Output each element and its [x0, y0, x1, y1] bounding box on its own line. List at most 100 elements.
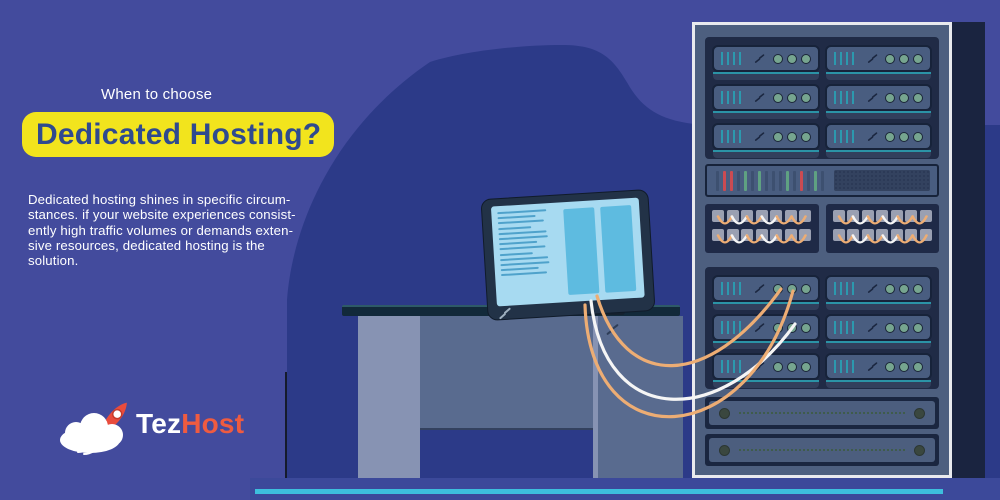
screen-text-line: [500, 266, 540, 272]
led-strip-bars: [707, 170, 830, 191]
server-vent-bar: [845, 52, 848, 65]
server-vent-bar: [721, 52, 723, 65]
server-led: [772, 92, 783, 103]
server-led: [786, 92, 797, 103]
server-led: [899, 283, 909, 294]
equalizer-bar-red: [800, 170, 803, 191]
server-vent-bar: [733, 282, 735, 295]
server-vent-bar: [727, 52, 729, 65]
server-led: [913, 53, 923, 64]
server-vent-bar: [721, 282, 723, 295]
server-led: [913, 322, 923, 333]
server-shine-icon: [754, 283, 765, 294]
server-shine-icon: [754, 322, 765, 333]
rack-drawer: [705, 434, 939, 466]
server-rack: [692, 22, 952, 478]
logo-text-primary: Tez: [136, 408, 182, 439]
server-vent-bar: [845, 360, 848, 373]
equalizer-bar-dim: [772, 170, 775, 191]
server-leds: [772, 322, 811, 333]
equalizer-bar-red: [730, 170, 733, 191]
patch-cables: [716, 215, 807, 225]
server-vent-bar: [833, 91, 836, 104]
server-faceplate: [712, 353, 820, 380]
server-shine-icon: [754, 53, 765, 64]
server-led: [772, 131, 783, 142]
body-paragraph: Dedicated hosting shines in specific cir…: [28, 192, 333, 268]
server-leds: [885, 92, 923, 103]
server-led: [885, 53, 895, 64]
screen-text-line: [499, 240, 538, 246]
server-shine-icon: [867, 92, 878, 103]
server-leds: [772, 283, 811, 294]
rack-drawer: [705, 397, 939, 429]
bezel-shine-icon: [498, 307, 513, 321]
server-led: [772, 322, 783, 333]
drawer-screw: [719, 444, 730, 456]
rack-server-section-top: [705, 37, 939, 159]
server-unit: [824, 45, 932, 80]
server-vent-bar: [739, 282, 741, 295]
page-title: Dedicated Hosting?: [36, 117, 322, 151]
screen-text-line: [498, 230, 547, 235]
server-led: [800, 283, 811, 294]
tezhost-logo: TezHost: [52, 396, 252, 456]
server-vent-bar: [833, 321, 836, 334]
server-faceplate: [824, 84, 932, 111]
server-rail: [825, 111, 931, 119]
server-rail: [825, 72, 931, 80]
server-vent-bar: [851, 91, 854, 104]
server-unit: [824, 84, 932, 119]
server-shine-icon: [867, 322, 878, 333]
equalizer-bar-green: [744, 170, 747, 191]
server-led: [885, 361, 895, 372]
server-led: [913, 361, 923, 372]
server-shine-icon: [867, 131, 878, 142]
patch-cables: [716, 234, 807, 244]
server-rail: [713, 150, 819, 158]
server-led: [800, 322, 811, 333]
server-faceplate: [824, 123, 932, 150]
server-vent-bar: [733, 360, 735, 373]
server-unit: [712, 353, 820, 388]
desk-right-leg: [593, 316, 683, 478]
server-vent-bar: [739, 360, 741, 373]
server-faceplate: [712, 84, 820, 111]
server-leds: [772, 53, 811, 64]
server-vent-bar: [833, 52, 836, 65]
rack-server-section-bottom: [705, 267, 939, 389]
server-shine-icon: [754, 92, 765, 103]
drawer-screw: [914, 444, 925, 456]
floor-accent-line: [255, 489, 943, 494]
server-led: [899, 131, 909, 142]
desk-shine-icon: [606, 323, 620, 336]
server-rail: [825, 150, 931, 158]
server-leds: [885, 53, 923, 64]
desk-back-panel: [420, 316, 593, 430]
server-vent-bar: [727, 91, 729, 104]
server-led: [885, 283, 895, 294]
equalizer-bar-green: [758, 170, 761, 191]
drawer-screw: [719, 407, 730, 419]
screen-text-line: [500, 255, 549, 261]
server-vent-bar: [733, 321, 735, 334]
server-vent-bar: [851, 282, 854, 295]
server-faceplate: [824, 353, 932, 380]
server-shine-icon: [867, 53, 878, 64]
server-rail: [713, 380, 819, 388]
server-vent-bar: [851, 360, 854, 373]
drawer-vent-line: [739, 412, 905, 414]
server-shine-icon: [867, 361, 878, 372]
server-rail: [713, 302, 819, 310]
server-unit: [824, 314, 932, 349]
server-led: [786, 131, 797, 142]
screen-panel: [563, 207, 600, 296]
screen-text-line: [497, 219, 544, 225]
server-vent-bar: [739, 321, 741, 334]
equalizer-bar-dim: [807, 170, 810, 191]
server-shine-icon: [867, 283, 878, 294]
server-led: [885, 131, 895, 142]
server-vent-bar: [721, 91, 723, 104]
server-led: [772, 361, 783, 372]
